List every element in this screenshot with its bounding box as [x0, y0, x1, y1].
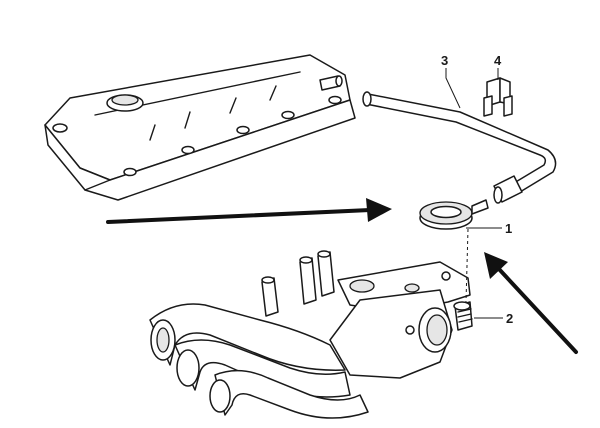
pointer-arrow-right [484, 252, 578, 354]
pointer-arrow-left [106, 198, 392, 224]
intake-manifold [149, 250, 471, 419]
bolt [453, 301, 473, 331]
valve-cover [44, 54, 356, 201]
grommet [419, 199, 489, 230]
breather-hose [362, 91, 557, 204]
hose-clip [483, 77, 513, 117]
callout-4: 4 [494, 53, 502, 68]
callout-3: 3 [441, 53, 449, 68]
callout-2: 2 [506, 311, 514, 326]
callout-1: 1 [505, 221, 513, 236]
leader-lines [445, 68, 503, 319]
